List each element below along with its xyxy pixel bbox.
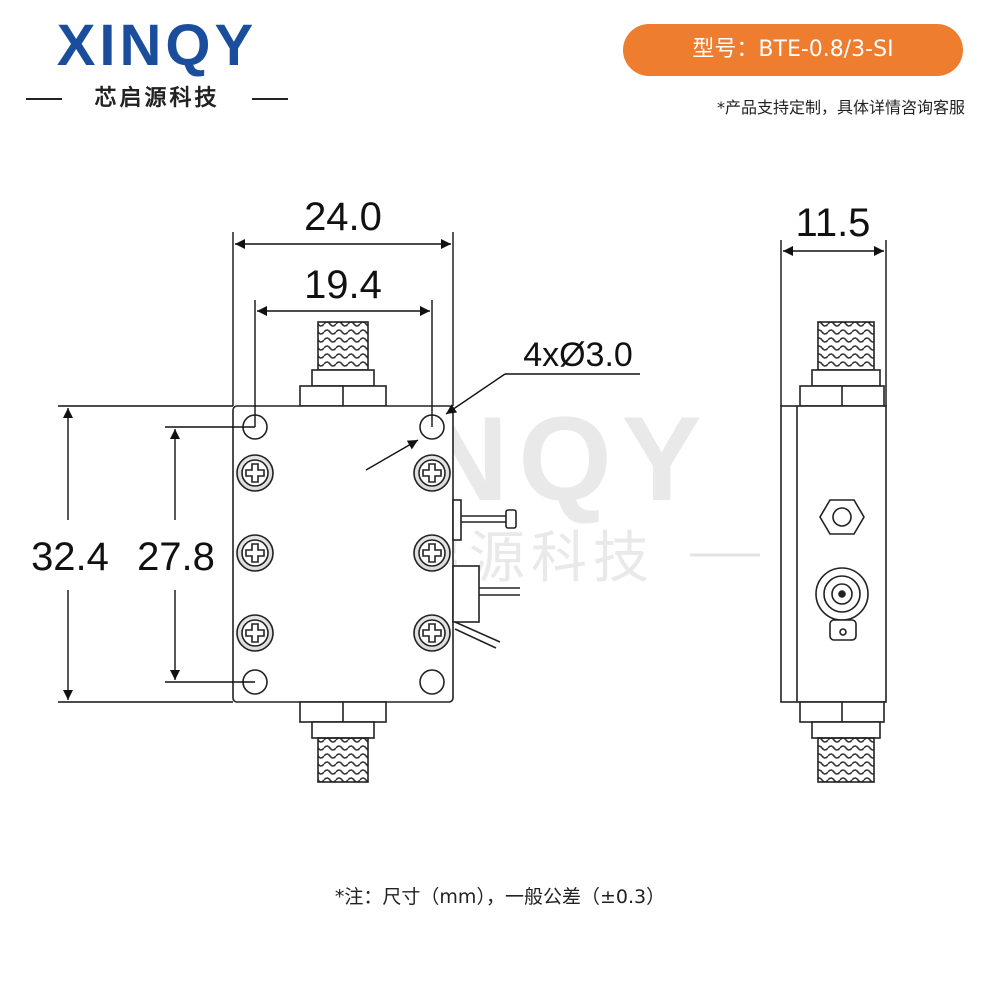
dim-hole-spacing-width: 19.4: [304, 263, 382, 307]
dim-hole-callout: 4xØ3.0: [523, 336, 633, 374]
customization-note: *产品支持定制，具体详情咨询客服: [716, 98, 965, 117]
side-sma-port: [815, 567, 869, 641]
dim-hole-spacing-height: 27.8: [137, 535, 215, 579]
dim-overall-height: 32.4: [31, 535, 109, 579]
tolerance-note: *注：尺寸（mm），一般公差（±0.3）: [334, 886, 666, 908]
front-dimensions: [58, 232, 640, 703]
logo-divider-left: [26, 98, 62, 100]
front-top-connector: [299, 321, 387, 407]
front-bottom-connector: [299, 701, 387, 783]
dim-side-thickness: 11.5: [796, 201, 871, 245]
logo-text: XINQY: [56, 13, 258, 78]
model-badge: 型号：BTE-0.8/3-SI: [623, 24, 963, 76]
logo-subtitle: 芯启源科技: [94, 86, 220, 111]
side-dimensions: [780, 240, 887, 406]
side-bottom-connector: [799, 701, 885, 783]
logo-subtitle-row: 芯启源科技: [22, 84, 292, 114]
logo-divider-right: [252, 98, 288, 100]
front-dimension-labels: 24.0 19.4 4xØ3.0 32.4 27.8: [31, 195, 633, 579]
screws: [236, 454, 451, 652]
side-pins: [452, 499, 520, 649]
front-view: [232, 321, 520, 783]
side-hex-port: [819, 499, 865, 535]
side-body: [780, 405, 887, 703]
side-view: [780, 321, 887, 783]
dim-overall-width: 24.0: [304, 195, 382, 239]
side-top-connector: [799, 321, 885, 407]
mounting-hole-bottom-right: [419, 669, 445, 695]
brand-logo: XINQY 芯启源科技: [22, 14, 292, 114]
